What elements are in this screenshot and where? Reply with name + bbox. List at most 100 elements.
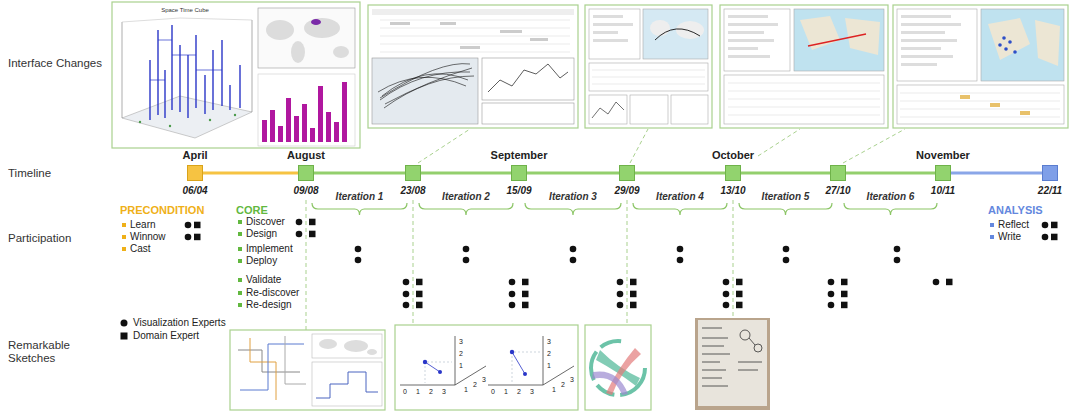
- screenshot-map-view-part: [593, 15, 623, 18]
- screenshot-final-view-part: [901, 23, 961, 26]
- screenshot-final-view-part: [901, 39, 957, 42]
- screenshot-map-view-part: [630, 95, 668, 124]
- screenshot-trajectory-part: [378, 64, 474, 108]
- date-label: 06/04: [182, 185, 207, 197]
- legend-swatch: [120, 332, 128, 340]
- axis-number: 2: [429, 388, 433, 395]
- screenshot-space-time-cube-part: [187, 55, 188, 118]
- screenshot-map-view-part: [592, 70, 705, 71]
- screenshot-map-view-part: [593, 39, 628, 42]
- screenshot-trajectory-part: [372, 58, 478, 124]
- screenshot-space-time-cube-part: [318, 86, 323, 142]
- screenshot-final-view-part: [901, 63, 937, 66]
- screenshot-space-time-cube-part: [204, 75, 205, 114]
- iteration-brackets-part: [844, 203, 937, 215]
- screenshot-map-view-part: [592, 102, 624, 118]
- row-heading: Timeline: [8, 167, 51, 180]
- iteration-brackets-part: [419, 203, 513, 215]
- leader-lines-part: [413, 200, 414, 325]
- participation-symbols-part: [630, 302, 637, 309]
- iteration-label: Iteration 3: [549, 191, 597, 203]
- participation-symbols-part: [736, 291, 743, 298]
- phase-step: Re-design: [238, 299, 292, 311]
- legend-item: Domain Expert: [120, 329, 199, 342]
- date-label: 23/08: [400, 185, 425, 197]
- screenshot-space-time-cube-part: [278, 126, 283, 142]
- iteration-brackets-part: [739, 203, 832, 215]
- sketch-3d-axes: [395, 325, 578, 410]
- date-label: 13/10: [720, 185, 745, 197]
- sketch-whiteboard-photo-part: [738, 362, 762, 363]
- screenshot-route-view-part: [800, 16, 880, 55]
- axis-number: 2: [561, 381, 565, 388]
- screenshot-route-view-part: [728, 99, 880, 100]
- screenshot-final-view-part: [1002, 36, 1006, 40]
- iteration-brackets: [312, 203, 937, 215]
- sketch-3d-axes-part: [395, 325, 578, 410]
- phase-step: Write: [990, 231, 1021, 243]
- screenshot-final-view-part: [901, 15, 951, 18]
- screenshot-space-time-cube-part: [195, 35, 196, 108]
- participation-symbols-part: [309, 219, 316, 226]
- sketch-chord-diagram-part: [592, 371, 628, 395]
- screenshot-trajectory-part: [482, 58, 574, 100]
- screenshot-space-time-cube-part: [262, 120, 267, 142]
- sketch-whiteboard-photo-part: [702, 354, 730, 355]
- participation-symbols-part: [309, 231, 316, 238]
- participation-symbols-part: [403, 302, 410, 309]
- screenshot-map-view-part: [589, 95, 627, 124]
- row-heading: Participation: [8, 232, 71, 245]
- leader-lines-part: [733, 200, 734, 318]
- phase-step: Reflect: [990, 219, 1029, 231]
- screenshot-trajectory-part: [372, 9, 574, 15]
- participation-symbols-part: [894, 246, 901, 253]
- screenshot-map-view-part: [593, 15, 633, 42]
- sketch-3d-axes-part: [425, 352, 540, 383]
- participation-symbols-part: [296, 219, 303, 226]
- screenshot-map-view-part: [650, 20, 704, 39]
- timeline-segment: [635, 172, 725, 175]
- participation-symbols-part: [194, 222, 201, 229]
- sketch-3d-axes-part: [425, 362, 440, 372]
- screenshot-final-view-part: [960, 95, 970, 99]
- sketch-whiteboard-photo-part: [702, 328, 762, 386]
- participation-symbols-part: [355, 246, 362, 253]
- axis-number: 3: [547, 338, 551, 345]
- sketch-metro-map-part: [319, 339, 337, 349]
- screenshot-final-view-part: [990, 103, 1000, 107]
- axis-number: 3: [482, 376, 486, 383]
- participation-symbols-part: [828, 279, 835, 286]
- screenshot-route-view-part: [728, 31, 764, 34]
- month-label: April: [182, 149, 207, 162]
- screenshot-final-view-part: [897, 85, 1064, 124]
- axis-number: 1: [552, 386, 556, 393]
- participation-symbols-part: [783, 246, 790, 253]
- screenshot-trajectory-part: [380, 36, 570, 37]
- screenshot-space-time-cube-part: [333, 46, 349, 58]
- participation-symbols-part: [570, 257, 577, 264]
- screenshot-map-view-part: [589, 63, 708, 91]
- leader-lines-part: [627, 200, 628, 325]
- screenshot-map-view-part: [643, 9, 708, 59]
- participation-symbols-part: [736, 302, 743, 309]
- sketch-metro-map-part: [312, 334, 382, 358]
- sketch-chord-diagram-part: [585, 325, 651, 410]
- screenshot-map-view-part: [592, 84, 705, 85]
- screenshot-space-time-cube-part: [310, 128, 315, 142]
- sketch-metro-map-part: [285, 336, 306, 384]
- leader-lines-part: [630, 129, 648, 163]
- screenshot-map-view-part: [655, 29, 700, 40]
- screenshot-space-time-cube-part: [294, 116, 299, 142]
- screenshot-space-time-cube-part: [258, 74, 355, 146]
- participation-symbols-part: [828, 302, 835, 309]
- screenshot-final-view-part: [900, 93, 1060, 117]
- timeline-segment: [421, 172, 511, 175]
- participation-symbols-part: [463, 246, 470, 253]
- screenshot-route-view-part: [728, 83, 880, 115]
- screenshot-space-time-cube-part: [150, 80, 165, 81]
- screenshot-space-time-cube-part: [270, 110, 275, 142]
- sketch-metro-map-part: [312, 362, 382, 406]
- screenshot-trajectory-part: [390, 22, 548, 49]
- screenshot-final-view-part: [1035, 20, 1060, 66]
- screenshot-space-time-cube-part: [212, 50, 213, 110]
